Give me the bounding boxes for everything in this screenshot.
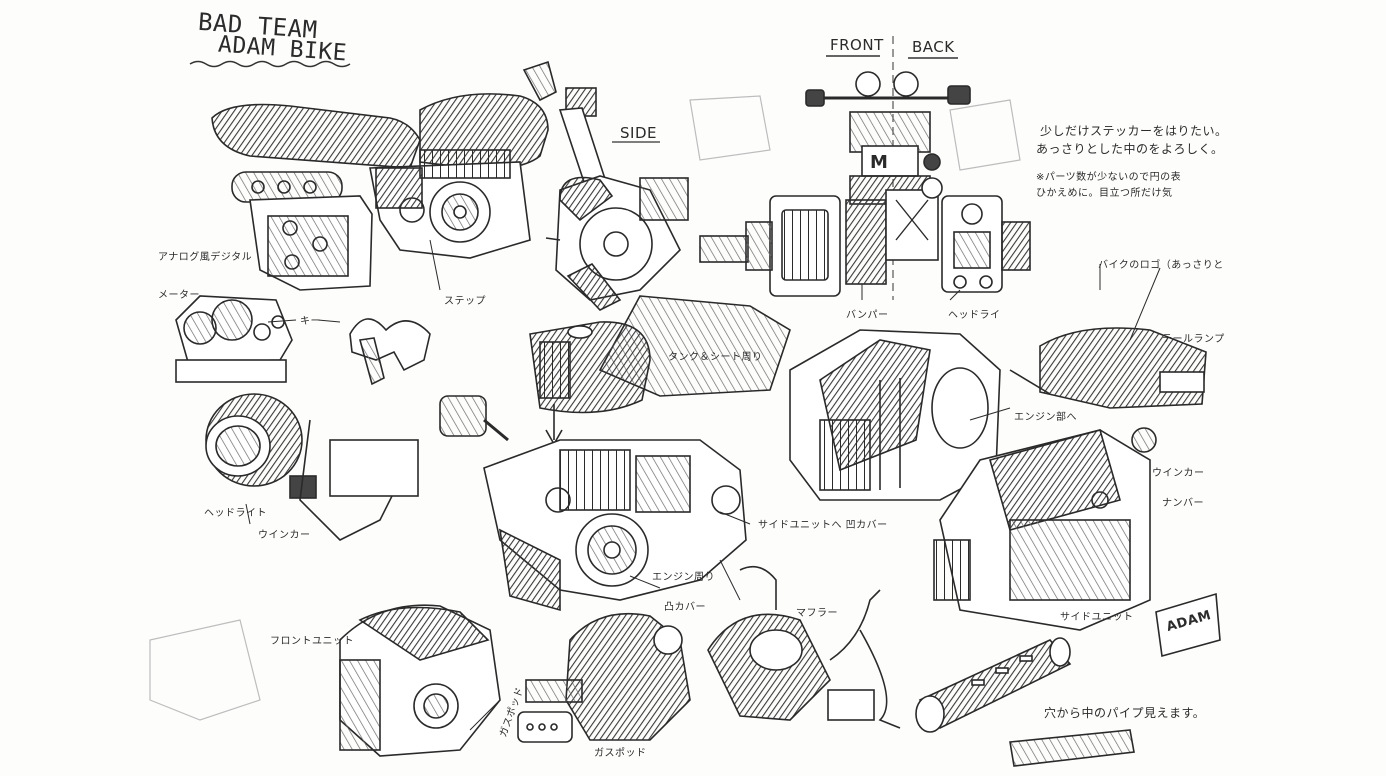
- label-step: ステップ: [444, 296, 486, 307]
- gas-pod-part: [517, 612, 691, 743]
- label-winker-left: ウインカー: [258, 530, 311, 541]
- label-key: キー: [300, 316, 321, 327]
- label-lower-headlight: ヘッドライ: [948, 310, 1001, 321]
- label-winker-right: ウインカー: [1152, 468, 1205, 479]
- label-tail-lamp: テールランプ: [1162, 334, 1225, 345]
- tank-seat-part: [529, 295, 791, 446]
- view-label-side: SIDE: [620, 124, 657, 142]
- front-unit-part: [339, 604, 501, 757]
- view-label-back: BACK: [912, 38, 955, 56]
- view-label-front: FRONT: [830, 36, 884, 54]
- label-side-unit-cover: サイドユニットへ 凹カバー: [758, 520, 888, 531]
- label-number: ナンバー: [1162, 498, 1204, 509]
- note-parts-2: ひかえめに。目立つ所だけ気: [1036, 188, 1173, 199]
- note-sticker-2: あっさりとした中のをよろしく。: [1036, 142, 1224, 156]
- label-bike-logo: バイクのロゴ（あっさりと: [1098, 260, 1224, 271]
- label-engine-section: エンジン部へ: [1014, 412, 1077, 423]
- key-part: [349, 318, 431, 386]
- label-bump-cover: 凸カバー: [664, 602, 706, 613]
- side-unit-part: [933, 429, 1151, 631]
- side-hub-part: [545, 175, 749, 311]
- label-gas-pod-2: ガスポッド: [594, 748, 647, 759]
- label-muffler: マフラー: [796, 608, 838, 619]
- headlight-part: [205, 393, 509, 541]
- label-engine-area: エンジン周り: [652, 572, 715, 583]
- number-plate: [1155, 592, 1221, 658]
- muffler-pipe-part: [915, 637, 1135, 767]
- label-meter: メーター: [158, 290, 200, 301]
- label-lower-bump: バンパー: [846, 310, 889, 321]
- label-front-unit: フロントユニット: [270, 636, 354, 647]
- label-headlight: ヘッドライト: [204, 508, 267, 519]
- note-muffler-pipe: 穴から中のパイプ見えます。: [1044, 706, 1206, 720]
- note-parts-1: ※パーツ数が少ないので円の表: [1036, 172, 1182, 183]
- engine-right-part: [789, 329, 1001, 501]
- tail-lamp-part: [1009, 327, 1207, 453]
- front-view-bike: M: [745, 71, 1031, 297]
- note-sticker-1: 少しだけステッカーをはりたい。: [1040, 124, 1228, 138]
- engine-part: [483, 439, 747, 612]
- muffler-part: [707, 565, 901, 729]
- label-side-unit: サイドユニット: [1060, 612, 1134, 623]
- label-analog-digital: アナログ風デジタル: [158, 252, 253, 263]
- label-tank-seat: タンク＆シート周り: [668, 352, 763, 363]
- svg-text:M: M: [870, 152, 888, 173]
- meter-cluster: [175, 295, 293, 383]
